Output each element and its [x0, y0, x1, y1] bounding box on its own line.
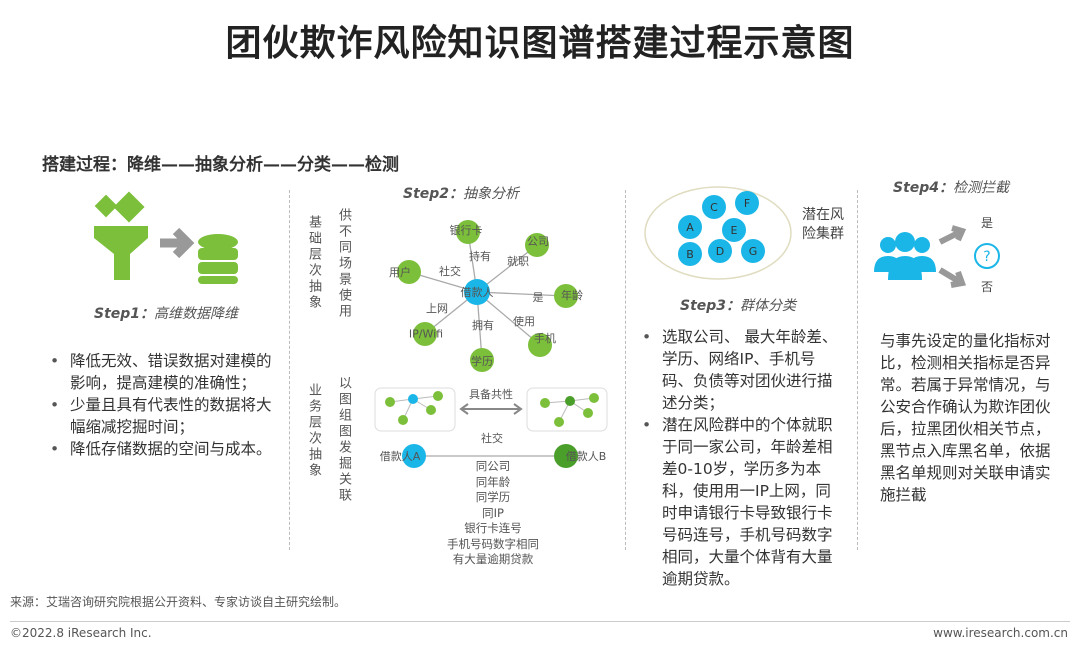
- dimension-reduction-icon: [94, 191, 238, 284]
- edge-label: 上网: [426, 302, 448, 315]
- graph-node: [554, 284, 578, 308]
- cluster-node: C: [710, 201, 718, 214]
- bullet: 选取公司、 最大年龄差、学历、网络IP、手机号码、负债等对团伙进行描述分类；: [640, 326, 840, 414]
- cluster-label: 潜在风险集群: [802, 207, 844, 242]
- divider: [625, 190, 626, 550]
- arrow-down-right-icon: [938, 267, 967, 288]
- business-level-label: 业务层次抽象: [306, 383, 321, 479]
- question-icon: [974, 243, 1000, 269]
- step2-title: Step2：抽象分析: [403, 186, 520, 202]
- bullet: 降低无效、错误数据对建模的影响，提高建模的准确性；: [48, 350, 284, 394]
- database-icon: [198, 234, 238, 284]
- relation: 同学历: [475, 490, 511, 504]
- graph-node: [413, 322, 437, 346]
- borrower-b-node: [554, 444, 578, 468]
- relation-list: 同公司 同年龄 同学历 同IP 银行卡连号 手机号码数字相同 有大量逾期贷款: [420, 459, 566, 568]
- arrow-up-right-icon: [938, 225, 967, 245]
- node-label: 用户: [389, 266, 411, 279]
- bullet: 潜在风险群中的个体就职于同一家公司，年龄差相差0-10岁，学历多为本科，使用用一…: [640, 414, 840, 590]
- process-subtitle: 搭建过程：降维——抽象分析——分类——检测: [42, 155, 399, 175]
- yes-label: 是: [981, 216, 994, 230]
- graph-center-node: [464, 279, 490, 305]
- graph-node: [525, 233, 549, 257]
- cluster-node: A: [686, 221, 694, 234]
- relation: 同IP: [482, 505, 504, 520]
- relation: 有大量逾期贷款: [452, 552, 534, 566]
- step1-title: Step1：高维数据降维: [94, 306, 239, 322]
- no-label: 否: [981, 280, 994, 294]
- knowledge-graph: [374, 220, 608, 468]
- step4-description: 与事先设定的量化指标对比，检测相关指标是否异常。若属于异常情况，与公安合作确认为…: [880, 332, 1051, 504]
- social-label: 社交: [481, 432, 503, 445]
- relation: 同年龄: [475, 474, 511, 489]
- edge-label: 社交: [439, 265, 461, 278]
- basic-use-label: 供不同场景使用: [336, 208, 351, 320]
- svg-text:?: ?: [983, 249, 990, 265]
- risk-cluster: A B C D E F G: [644, 186, 792, 280]
- bullet: 少量且具有代表性的数据将大幅缩减挖掘时间；: [48, 394, 284, 438]
- basic-level-label: 基础层次抽象: [306, 215, 321, 311]
- relation: 银行卡连号: [464, 521, 522, 535]
- divider: [289, 190, 290, 550]
- cluster-node: G: [749, 245, 758, 258]
- borrower-b-label: 借款人B: [565, 450, 607, 463]
- detection-graphic: ?: [874, 225, 1000, 288]
- node-label: 公司: [527, 235, 549, 248]
- cluster-node: F: [744, 197, 750, 210]
- edge-label: 是: [532, 291, 544, 304]
- edge-label: 持有: [469, 250, 491, 263]
- cluster-node: E: [731, 224, 738, 237]
- borrower-a-label: 借款人A: [379, 450, 421, 463]
- step1-bullets: 降低无效、错误数据对建模的影响，提高建模的准确性； 少量且具有代表性的数据将大幅…: [48, 350, 284, 460]
- borrower-a-node: [402, 444, 426, 468]
- page-title: 团伙欺诈风险知识图谱搭建过程示意图: [225, 23, 855, 64]
- node-label: IP/Wifi: [408, 327, 444, 341]
- graph-node: [528, 333, 552, 357]
- common-label: 具备共性: [469, 388, 513, 401]
- node-label: 年龄: [561, 289, 583, 302]
- node-label: 学历: [471, 355, 493, 368]
- node-label: 手机: [534, 332, 556, 345]
- graph-node: [456, 220, 480, 244]
- copyright: ©2022.8 iResearch Inc.: [10, 626, 152, 640]
- node-label: 借款人: [460, 286, 494, 299]
- graph-node: [397, 260, 421, 284]
- node-label: 银行卡: [449, 224, 483, 237]
- relation: 手机号码数字相同: [447, 536, 539, 551]
- divider: [857, 190, 858, 550]
- step3-bullets: 选取公司、 最大年龄差、学历、网络IP、手机号码、负债等对团伙进行描述分类； 潜…: [640, 326, 840, 590]
- relation: 同公司: [475, 459, 511, 473]
- edge-label: 就职: [507, 255, 529, 268]
- step3-title: Step3：群体分类: [680, 298, 797, 314]
- edge-label: 使用: [513, 315, 535, 328]
- business-use-label: 以图组图发掘关联: [336, 376, 351, 504]
- footer-divider: [10, 621, 1070, 622]
- arrow-right-icon: [160, 227, 195, 259]
- cluster-node: D: [716, 245, 724, 258]
- step4-title: Step4：检测拦截: [893, 180, 1010, 196]
- source-note: 来源：艾瑞咨询研究院根据公开资料、专家访谈自主研究绘制。: [10, 595, 347, 609]
- website-link[interactable]: www.iresearch.com.cn: [933, 626, 1068, 640]
- graph-node: [470, 348, 494, 372]
- bullet: 降低存储数据的空间与成本。: [48, 438, 284, 460]
- users-group-icon: [874, 232, 936, 280]
- cluster-node: B: [686, 248, 694, 261]
- edge-label: 拥有: [472, 319, 494, 332]
- double-arrow-icon: [459, 403, 523, 415]
